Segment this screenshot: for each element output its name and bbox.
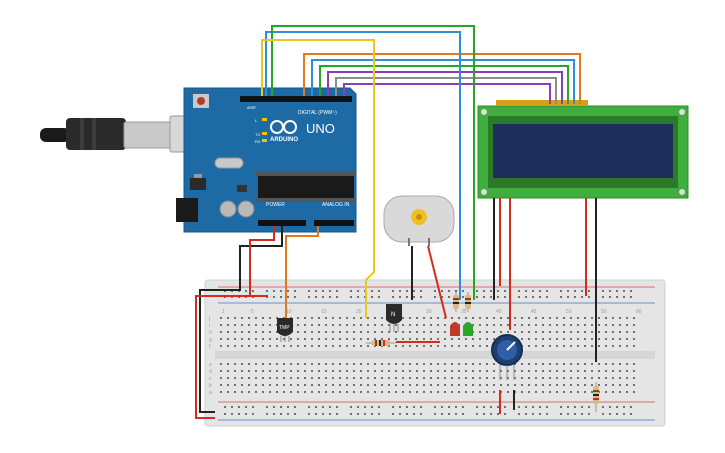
- row-letters: j i h g f e d c b a: [208, 316, 212, 396]
- wire-yellow-transistor: [261, 39, 375, 318]
- led-red: [450, 322, 460, 336]
- col-num: 45: [531, 309, 537, 315]
- lcd-data-wires: [261, 25, 581, 318]
- resistor-led-red: [453, 292, 459, 312]
- wire-black-gnd: [199, 226, 283, 413]
- col-num: 35: [461, 309, 467, 315]
- wire-orange-lcd: [303, 53, 581, 104]
- resistor-lcd-backlight: [593, 382, 599, 412]
- row-letter: g: [209, 337, 212, 343]
- model-label: UNO: [306, 121, 335, 136]
- col-num: 60: [636, 309, 642, 315]
- col-num: 15: [321, 309, 327, 315]
- col-num: 55: [601, 309, 607, 315]
- wire-purple-lcd-2: [343, 83, 551, 104]
- usb-cable: [40, 115, 205, 153]
- power-header-label: POWER: [266, 202, 285, 208]
- lcd-screen: [493, 124, 673, 178]
- col-num: 10: [286, 309, 292, 315]
- wire-red-motor: [427, 245, 447, 319]
- row-letter: d: [209, 369, 212, 375]
- arduino-logo: [270, 120, 297, 134]
- power-wires: [195, 198, 597, 419]
- wire-green-lcd: [319, 65, 569, 104]
- led-rx-label: RX: [255, 139, 261, 144]
- transistor-label: N: [391, 312, 395, 318]
- brand-label: ARDUINO: [270, 137, 298, 143]
- microcontroller-chip: [258, 176, 354, 198]
- row-letter: e: [209, 362, 212, 368]
- potentiometer: [491, 334, 523, 380]
- lcd-display: [477, 100, 689, 199]
- wire-purple-lcd: [327, 71, 563, 104]
- col-num: 30: [426, 309, 432, 315]
- arduino-uno-board: DIGITAL (PWM~) ARDUINO UNO L TX RX AREF: [176, 87, 357, 233]
- wire-blue-lcd: [311, 59, 575, 104]
- led-green: [463, 322, 473, 336]
- row-letter: i: [209, 323, 210, 329]
- digital-header-label: DIGITAL (PWM~): [298, 110, 337, 116]
- aref-pin-label: AREF: [247, 106, 256, 110]
- power-header: [258, 220, 306, 226]
- col-num: 20: [356, 309, 362, 315]
- row-letter: a: [209, 390, 212, 396]
- col-num: 40: [496, 309, 502, 315]
- dc-jack: [176, 198, 198, 222]
- dc-motor: [383, 195, 455, 246]
- led-l-label: L: [255, 118, 258, 123]
- wire-gray-lcd: [335, 77, 557, 104]
- led-tx-label: TX: [255, 132, 260, 137]
- temperature-sensor: TMP: [277, 318, 293, 342]
- analog-header-label: ANALOG IN: [322, 202, 350, 208]
- col-num: 5: [251, 309, 254, 315]
- wire-blue-led: [265, 31, 461, 300]
- wire-orange-a0: [285, 226, 319, 322]
- col-num: 1: [222, 309, 225, 315]
- resistor-base: [366, 340, 396, 346]
- row-letter: j: [208, 316, 210, 322]
- analog-header: [314, 220, 354, 226]
- row-letter: c: [209, 376, 212, 382]
- bottom-power-rail: [224, 406, 632, 415]
- digital-header: [240, 96, 352, 102]
- resistor-led-green: [465, 292, 471, 312]
- row-letter: h: [209, 330, 212, 336]
- npn-transistor: N: [386, 304, 402, 332]
- row-letter: f: [209, 344, 211, 350]
- wire-green-led: [271, 25, 475, 300]
- col-num: 50: [566, 309, 572, 315]
- row-letter: b: [209, 383, 212, 389]
- sensor-label: TMP: [279, 325, 290, 331]
